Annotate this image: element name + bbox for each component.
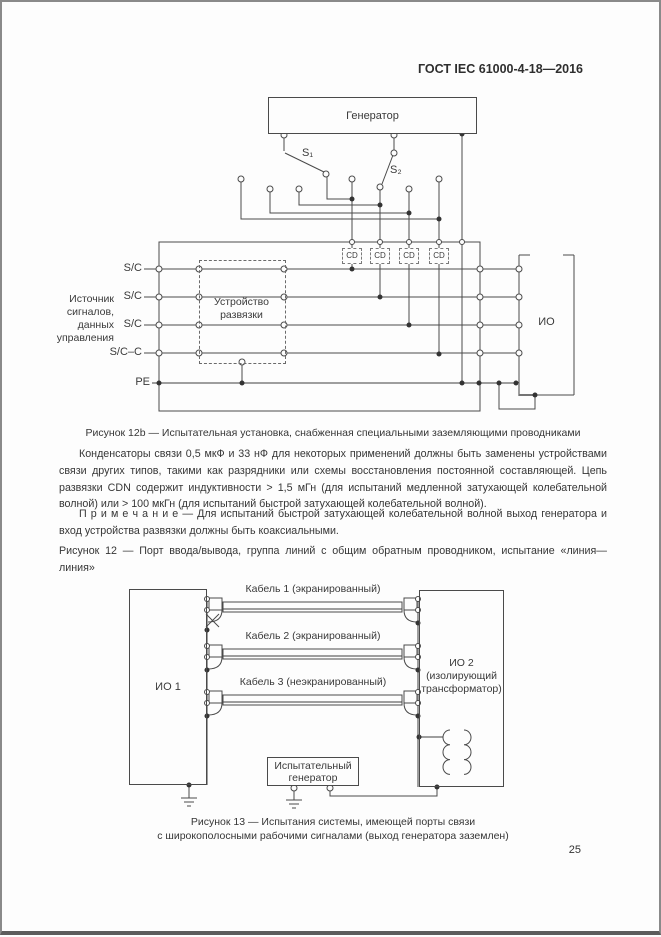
generator-label: Генератор: [346, 109, 399, 122]
cable-connectors: [206, 598, 417, 715]
eut2-box: [419, 590, 504, 787]
test-generator-box: Испытательный генератор: [267, 757, 359, 786]
generator-wiring: [181, 785, 437, 808]
figure13-diagram: [181, 597, 471, 809]
cable-3: [223, 695, 402, 705]
eut-label: ИО: [538, 316, 555, 328]
shield-buses: [207, 598, 443, 787]
port-label-sc3: S/C: [123, 318, 142, 330]
cd-box-3: CD: [399, 248, 419, 264]
paragraph-capacitors: Конденсаторы связи 0,5 мкФ и 33 нФ для н…: [59, 448, 607, 511]
doc-number: ГОСТ IEC 61000-4-18—2016: [417, 62, 583, 76]
cable2-label: Кабель 2 (экранированный): [245, 630, 381, 642]
open-terminals-13: [205, 597, 421, 792]
cd-box-2: CD: [370, 248, 390, 264]
port-label-sc1: S/C: [123, 262, 142, 274]
cd-box-1: CD: [342, 248, 362, 264]
grounding-conductor-loop: [499, 383, 535, 409]
port-label-sc2: S/C: [123, 290, 142, 302]
cable-1: [223, 602, 402, 612]
eut1-label: ИО 1: [155, 681, 181, 693]
paragraph-note: П р и м е ч а н и е — Для испытаний быст…: [59, 508, 607, 537]
cable1-label: Кабель 1 (экранированный): [245, 583, 381, 595]
signal-lines: [144, 269, 519, 353]
decoupling-device-label: Устройство развязки: [214, 296, 269, 321]
switch-s2-label: S₂: [390, 164, 402, 176]
shield-break-x: [206, 614, 219, 627]
figure12b-diagram: [144, 131, 574, 412]
figure12-caption: Рисунок 12 — Порт ввода/вывода, группа л…: [59, 545, 607, 574]
page-number: 25: [568, 844, 581, 856]
open-terminals-12b: [156, 132, 522, 365]
eut1-box: ИО 1: [129, 589, 207, 785]
transformer-coils: [443, 730, 471, 774]
generator-box: Генератор: [268, 97, 477, 134]
figure12b-caption: Рисунок 12b — Испытательная установка, с…: [85, 427, 581, 439]
switch-s1: [284, 138, 352, 199]
cable3-label: Кабель 3 (неэкранированный): [239, 676, 387, 688]
cable-2: [223, 649, 402, 659]
port-label-scc: S/C–C: [109, 346, 142, 358]
cd-box-4: CD: [429, 248, 449, 264]
eut2-label: ИО 2 (изолирующий трансформатор): [421, 657, 502, 695]
cables: [223, 602, 402, 705]
terminal-ladder: [241, 182, 439, 219]
eut-bracket: [519, 255, 574, 395]
figure13-caption: Рисунок 13 — Испытания системы, имеющей …: [157, 816, 509, 842]
source-label: Источник сигналов, данных управления: [56, 293, 114, 344]
switch-s1-label: S₁: [302, 147, 314, 159]
decoupling-device-box: [199, 260, 286, 364]
switch-s2: [382, 138, 394, 184]
port-label-pe: PE: [135, 376, 150, 388]
